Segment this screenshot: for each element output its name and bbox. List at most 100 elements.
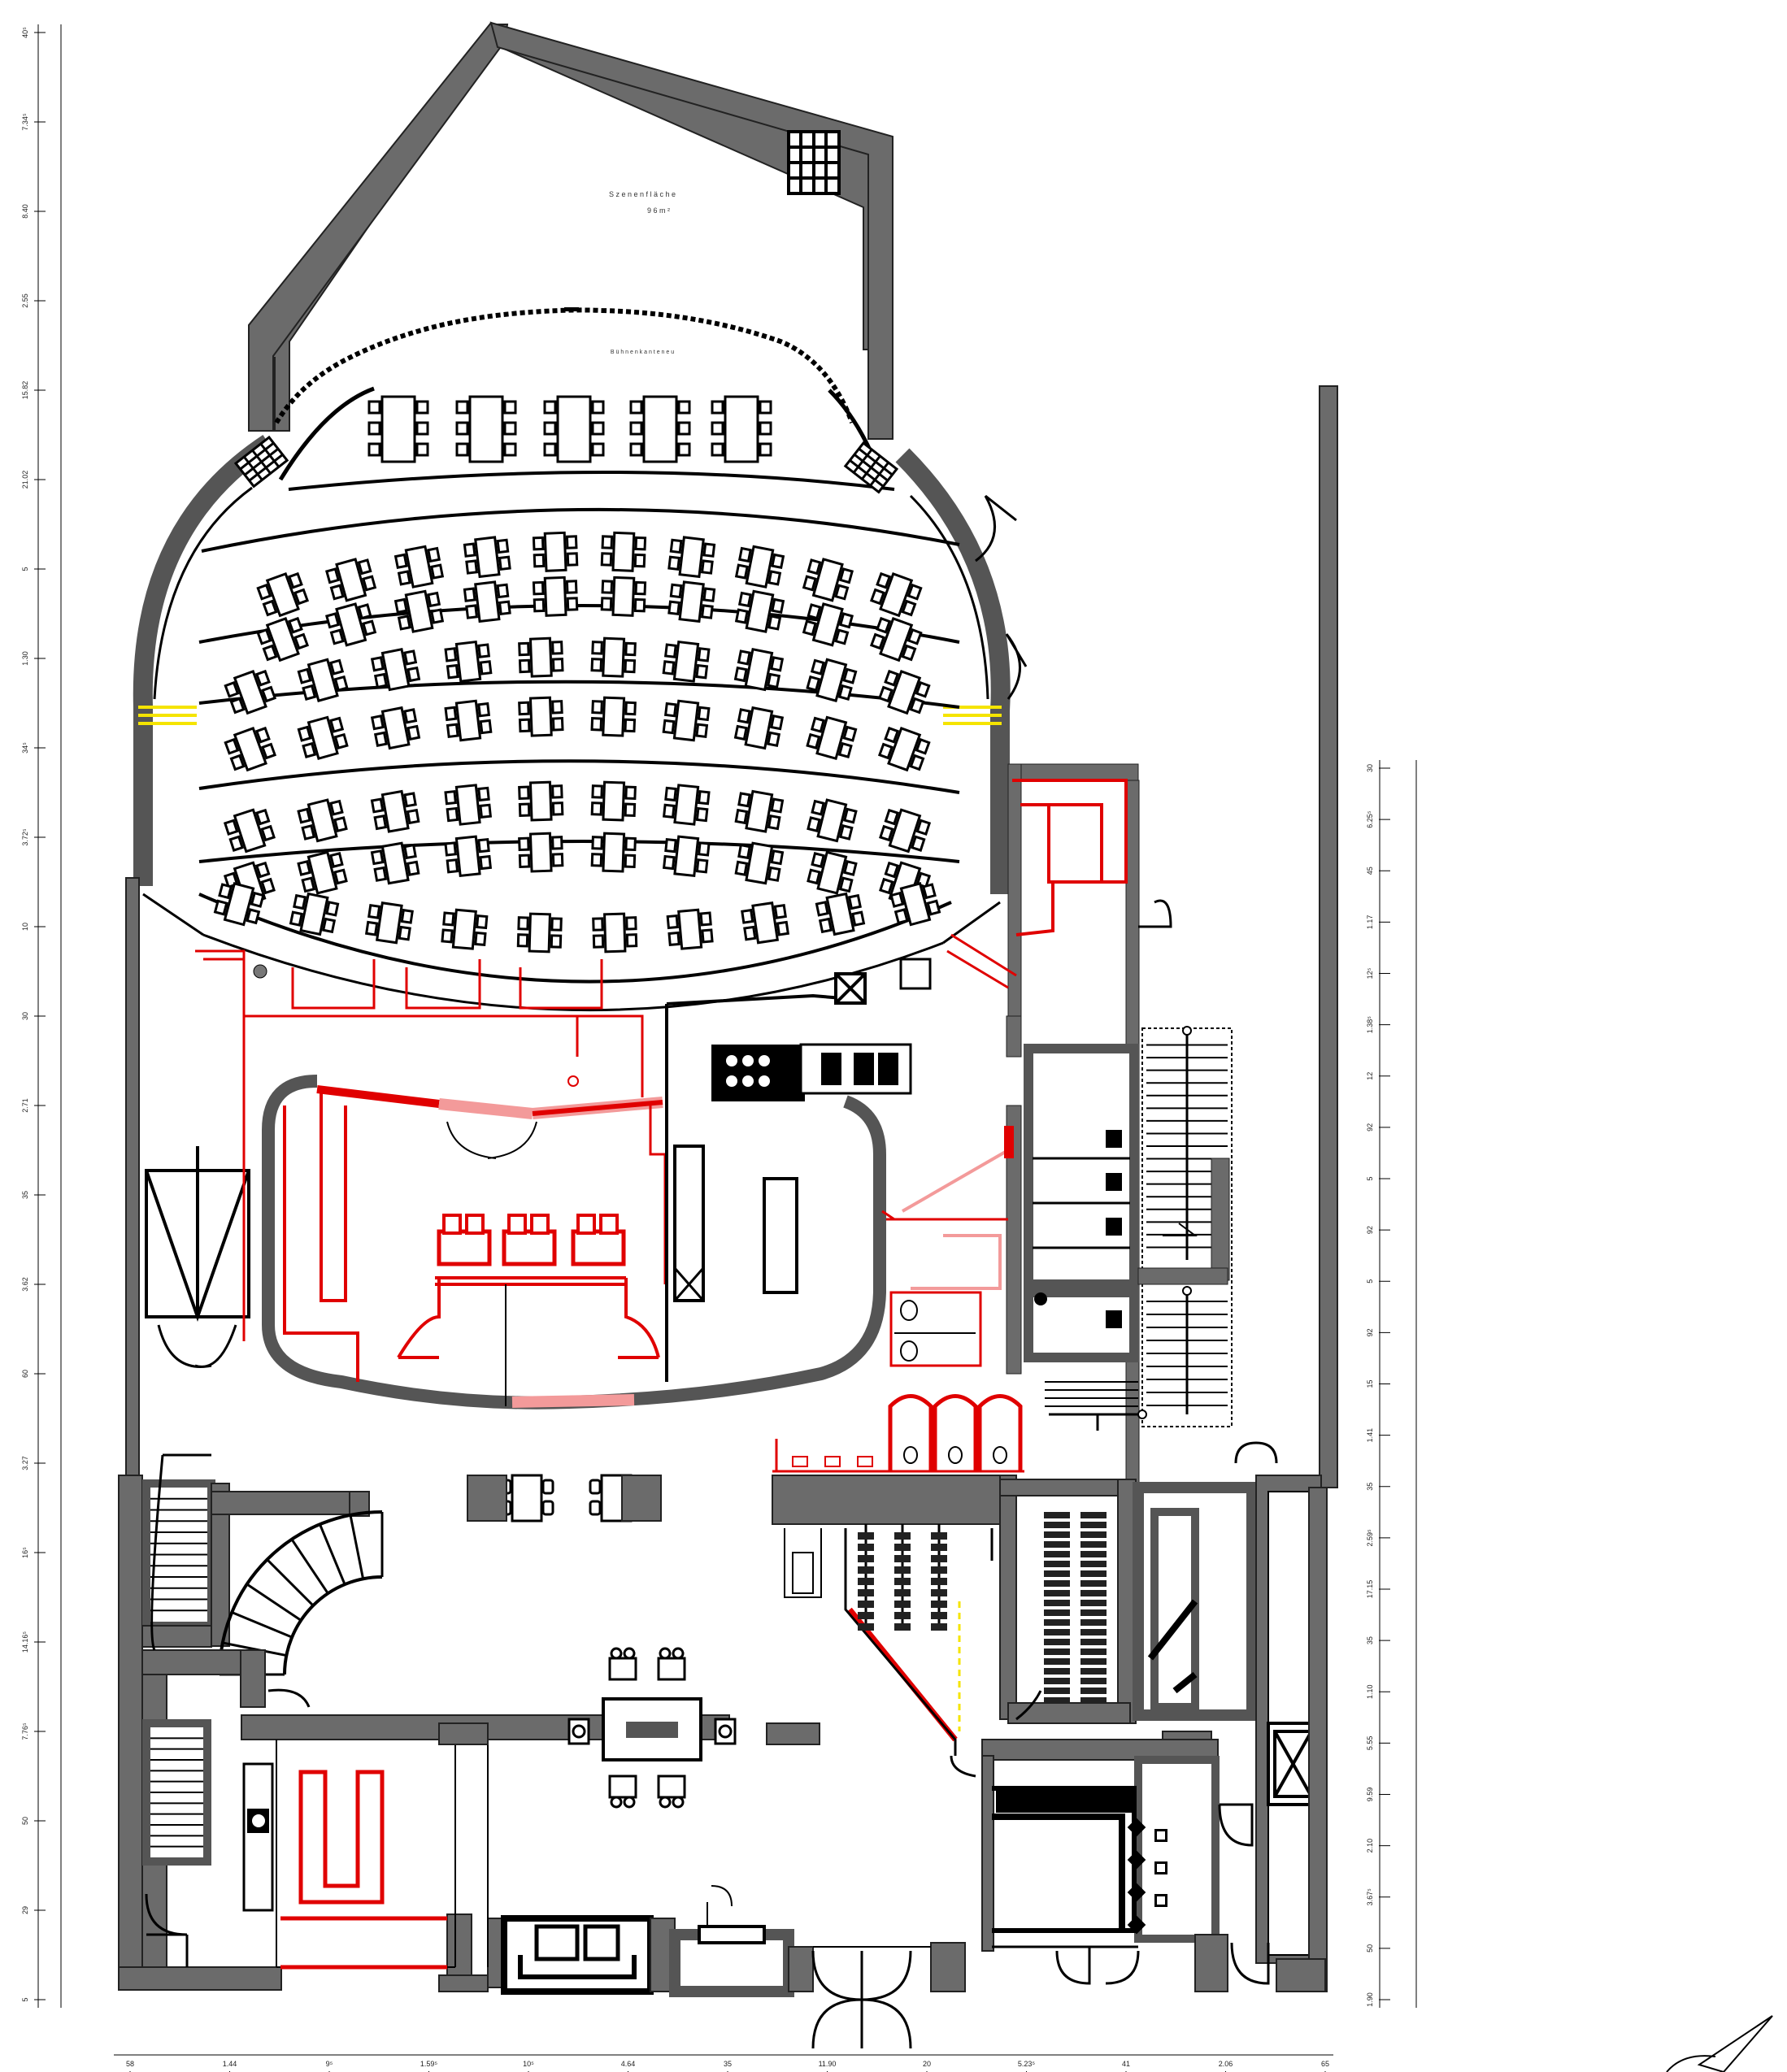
table-seat-group [223, 723, 278, 775]
table-group [367, 395, 429, 463]
table-seat-group [516, 912, 563, 953]
foyer-tables [499, 1474, 737, 1809]
dimension-label: 12 [1366, 1072, 1374, 1080]
dimension-label: 30 [1366, 764, 1374, 772]
table-seat-group [463, 579, 512, 624]
stair-left-lower [150, 1737, 203, 1848]
dimension-label: 9.59 [1366, 1787, 1374, 1802]
table-seat-group [876, 666, 932, 719]
table-seat-group [662, 639, 711, 684]
table-seat-group [806, 848, 859, 897]
table-group [629, 395, 691, 463]
right-dimension-line: 306.25⁵451.1712⁵1.38⁵1292592592151.41352… [1366, 760, 1417, 2008]
dimension-label: 2.59⁵ [1366, 1529, 1374, 1547]
dimension-label: 40⁵ [21, 27, 29, 38]
table-seat-group [517, 696, 564, 738]
dimension-label: 14.16⁵ [21, 1631, 29, 1653]
auditorium-shell [133, 386, 1028, 894]
table-seat-group [877, 805, 933, 857]
table-seat-group [733, 704, 785, 752]
table-seat-group [740, 900, 790, 946]
table-seat-group [600, 531, 647, 573]
foyer [118, 1441, 1328, 2049]
dimension-label: 11.90 [819, 2060, 837, 2068]
dimension-label: 10 [21, 923, 29, 931]
dimension-label: 9⁵ [326, 2060, 333, 2068]
table-seat-group [255, 568, 311, 621]
table-seat-group [801, 554, 854, 605]
dimension-label: 50 [1366, 1944, 1374, 1953]
dimension-label: 3.62 [21, 1277, 29, 1292]
dimension-label: 92 [1366, 1328, 1374, 1336]
table-seat-group [662, 834, 711, 879]
table-seat-group [805, 655, 859, 706]
dimension-label: 58 [126, 2060, 134, 2068]
dimension-label: 5 [1366, 1176, 1374, 1180]
dimension-label: 16⁵ [21, 1547, 29, 1558]
table-seat-group [667, 534, 716, 580]
table-seat-group [296, 848, 349, 897]
table-seat-group [667, 579, 716, 624]
dimension-label: 92 [1366, 1123, 1374, 1132]
bar-stool [1154, 1861, 1167, 1874]
dimension-label: 1.90 [1366, 1992, 1374, 2007]
stage-label: S z e n e n f l ä c h e [609, 190, 676, 198]
bar-stools [1007, 1796, 1167, 1935]
dimension-label: 2.10 [1366, 1839, 1374, 1853]
dimension-label: 5 [21, 1997, 29, 2001]
dimension-label: 12⁵ [1366, 967, 1374, 979]
table-seat-group [296, 713, 350, 763]
table-seat-group [324, 599, 378, 649]
table-seat-group [324, 554, 378, 605]
table-seat-group [296, 655, 350, 706]
table-seat-group [806, 796, 859, 845]
table-seat-group [734, 543, 785, 591]
bar-stool [1154, 1829, 1167, 1842]
dimension-label: 6.25⁵ [1366, 810, 1374, 828]
auditorium-seating [212, 395, 942, 953]
dimension-label: 5.55 [1366, 1736, 1374, 1751]
table-seat-group [868, 568, 924, 621]
dimension-label: 2.71 [21, 1098, 29, 1113]
dimension-label: 1.38⁵ [1366, 1016, 1374, 1034]
table-seat-group [364, 900, 415, 946]
dimension-label: 15 [1366, 1379, 1374, 1388]
table-seat-group [733, 788, 785, 835]
table-seat-group [444, 639, 493, 684]
dimension-label: 2.06 [1219, 2060, 1233, 2068]
table-seat-group [393, 543, 445, 591]
table-seat-group [532, 531, 579, 573]
dimension-label: 65 [1321, 2060, 1329, 2068]
dimension-label: 5 [21, 567, 29, 571]
table-group [543, 395, 605, 463]
dimension-label: 3.67⁵ [1366, 1888, 1374, 1906]
coat-racks [858, 1524, 947, 1631]
dimension-label: 5 [1366, 1279, 1374, 1284]
dimension-label: 35 [1366, 1636, 1374, 1644]
table-seat-group [734, 588, 785, 636]
table-seat-group [662, 698, 711, 743]
stage-edge-label: B ü h n e n k a n t e n e u [611, 350, 674, 355]
dimension-label: 45 [1366, 867, 1374, 875]
table-seat-group [666, 907, 715, 951]
dimension-label: 1.59⁵ [420, 2060, 438, 2068]
dimension-label: 17.15 [1366, 1580, 1374, 1599]
dimension-label: 15.82 [21, 381, 29, 400]
dimension-label: 50 [21, 1817, 29, 1825]
dimension-label: 29 [21, 1906, 29, 1914]
table-seat-group [255, 613, 311, 666]
table-seat-group [876, 723, 932, 775]
table-seat-group [393, 588, 445, 636]
table-seat-group [517, 780, 564, 822]
dimension-label: 10⁵ [523, 2060, 534, 2068]
table-seat-group [801, 599, 854, 649]
dimension-label: 4.64 [621, 2060, 636, 2068]
cloakroom-racks [1044, 1512, 1107, 1704]
table-seat-group [440, 907, 489, 951]
table-seat-group [296, 796, 349, 845]
dimension-label: 1.30 [21, 651, 29, 666]
table-seat-group [222, 805, 277, 857]
table-seat-group [223, 666, 278, 719]
dimension-label: 35 [724, 2060, 732, 2068]
